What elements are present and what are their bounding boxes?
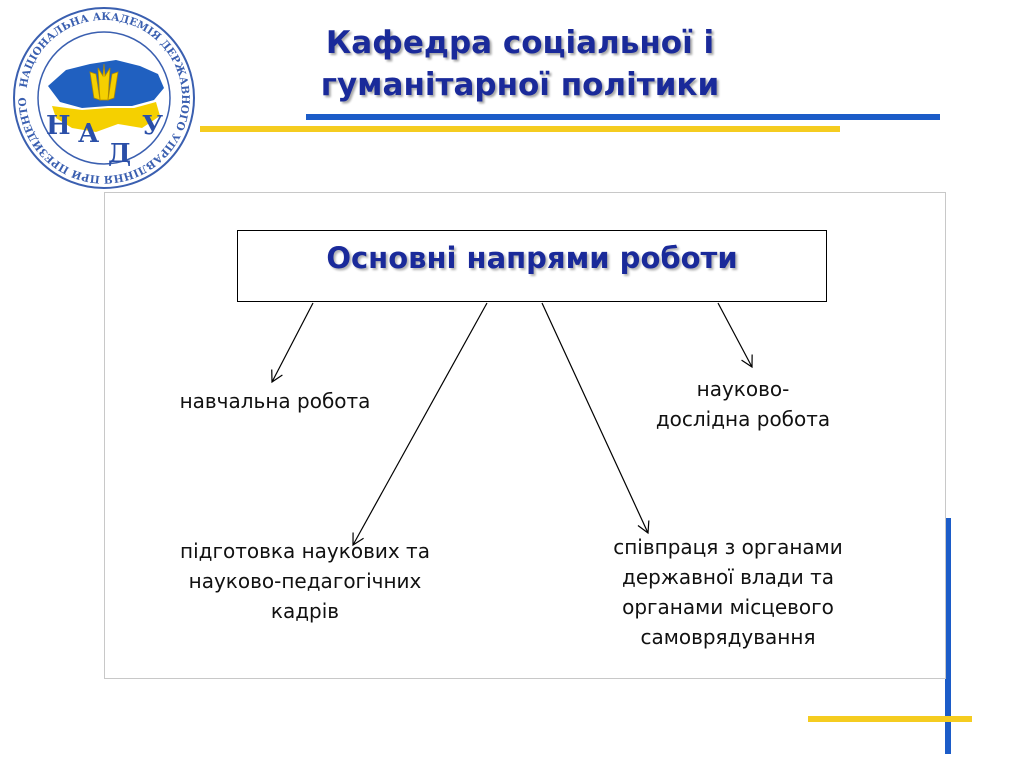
diagram-heading-box: Основні напрями роботи — [237, 230, 827, 302]
logo-letter-d: Д — [108, 139, 131, 169]
accent-bar-yellow-top — [200, 126, 840, 132]
page-title: Кафедра соціальної і гуманітарної політи… — [320, 25, 720, 103]
node-cooperation: співпраця з органами державної влади та … — [613, 535, 843, 649]
nadu-logo: НАЦІОНАЛЬНА АКАДЕМІЯ ДЕРЖАВНОГО УПРАВЛІН… — [8, 2, 195, 189]
logo-letter-u: У — [142, 111, 163, 141]
accent-bar-yellow-right — [808, 716, 972, 722]
accent-bar-blue-top — [306, 114, 940, 120]
accent-bar-blue-right — [945, 518, 951, 754]
node-teaching: навчальна робота — [179, 389, 371, 413]
node-training: підготовка наукових та науково-педагогіч… — [180, 539, 430, 623]
node-research: науково- дослідна робота — [655, 377, 831, 431]
diagram-heading: Основні напрями роботи — [326, 241, 738, 275]
logo-letter-n: Н — [46, 111, 71, 141]
logo-letter-a: А — [78, 119, 99, 149]
